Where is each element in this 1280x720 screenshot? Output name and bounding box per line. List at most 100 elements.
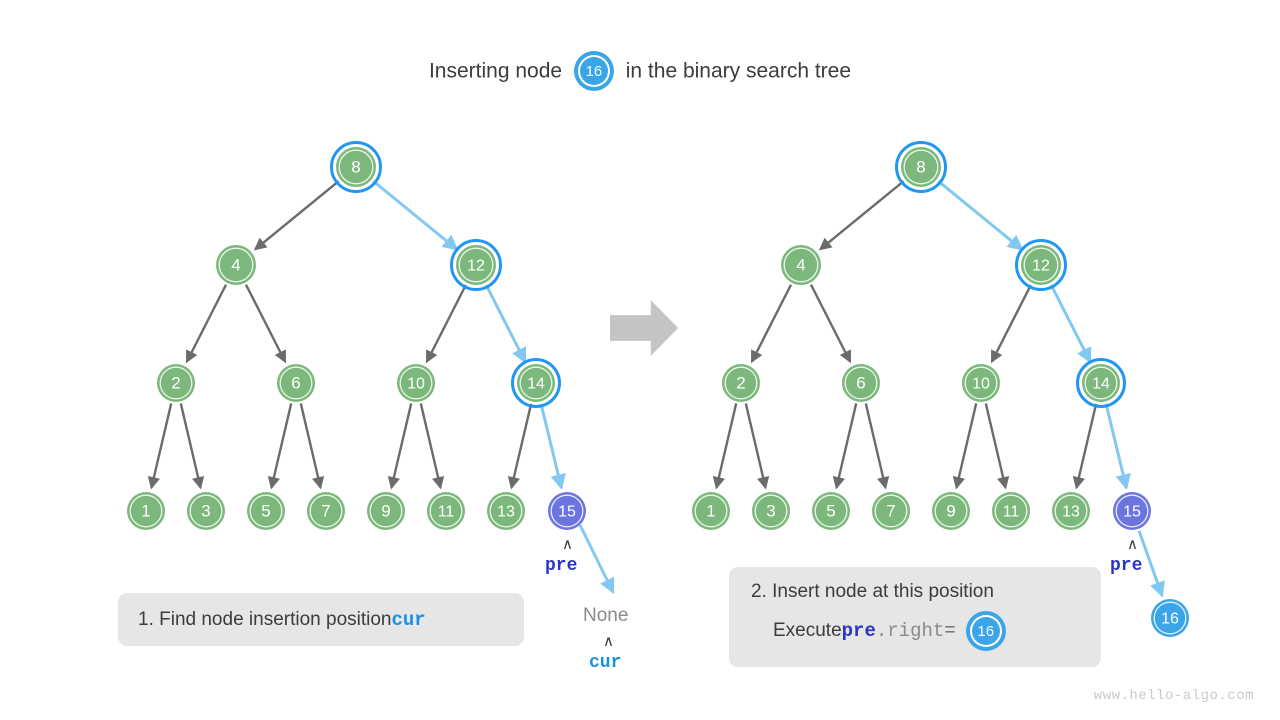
node-value-label: 9 bbox=[946, 502, 955, 521]
caption-2-execute-text: Execute bbox=[773, 620, 842, 641]
edge-4-to-6 bbox=[244, 284, 287, 364]
node-value-label: 10 bbox=[972, 376, 990, 393]
left-node-11: 11 bbox=[427, 492, 465, 530]
left-node-7: 7 bbox=[307, 492, 345, 530]
right-node-11: 11 bbox=[992, 492, 1030, 530]
node-value-label: 15 bbox=[558, 504, 576, 521]
right-node-1: 1 bbox=[692, 492, 730, 530]
right-node-8: 8 bbox=[895, 141, 947, 193]
edge-8-to-12 bbox=[937, 179, 1024, 251]
page-title: Inserting node 16 in the binary search t… bbox=[0, 55, 1280, 88]
node-value-label: 10 bbox=[407, 376, 425, 393]
edge-8-to-12 bbox=[372, 179, 459, 251]
node-value-label: 16 bbox=[1161, 611, 1179, 628]
node-value-label: 3 bbox=[201, 502, 210, 521]
edge-12-to-10 bbox=[990, 284, 1033, 364]
caption-step-1: 1. Find node insertion position cur bbox=[118, 593, 524, 646]
left-label-cur: cur bbox=[589, 653, 622, 673]
caption-step-2: 2. Insert node at this position Execute … bbox=[729, 567, 1101, 667]
edge-6-to-7 bbox=[864, 403, 890, 490]
right-node-4: 4 bbox=[781, 245, 821, 285]
edge-10-to-9 bbox=[387, 403, 413, 490]
node-value-label: 15 bbox=[1123, 504, 1141, 521]
node-value-label: 2 bbox=[171, 374, 180, 393]
edge-2-to-1 bbox=[147, 403, 173, 490]
node-16-chip-label: 16 bbox=[577, 55, 610, 87]
left-node-5: 5 bbox=[247, 492, 285, 530]
edge-8-to-4 bbox=[818, 179, 905, 251]
edge-14-to-13 bbox=[1072, 403, 1098, 490]
node-value-label: 12 bbox=[467, 258, 485, 275]
node-value-label: 2 bbox=[736, 374, 745, 393]
node-value-label: 4 bbox=[796, 256, 805, 275]
caption-2-line-1: 2. Insert node at this position bbox=[751, 581, 994, 602]
right-node-5: 5 bbox=[812, 492, 850, 530]
title-node-chip: 16 bbox=[577, 55, 610, 87]
edge-14-to-15 bbox=[1104, 403, 1131, 490]
right-node-9: 9 bbox=[932, 492, 970, 530]
edge-14-to-15 bbox=[539, 403, 566, 490]
edge-14-to-13 bbox=[507, 403, 533, 490]
edge-10-to-11 bbox=[984, 403, 1010, 490]
edge-2-to-3 bbox=[179, 403, 205, 490]
node-value-label: 11 bbox=[438, 504, 455, 521]
node-value-label: 12 bbox=[1032, 258, 1050, 275]
node-value-label: 14 bbox=[527, 376, 545, 393]
right-node-15: 15 bbox=[1113, 492, 1151, 530]
left-node-9: 9 bbox=[367, 492, 405, 530]
left-node-4: 4 bbox=[216, 245, 256, 285]
left-node-14: 14 bbox=[511, 358, 561, 408]
left-node-13: 13 bbox=[487, 492, 525, 530]
edge-6-to-5 bbox=[267, 403, 293, 490]
left-caret-cur: ∧ bbox=[603, 633, 614, 650]
edge-6-to-7 bbox=[299, 403, 325, 490]
right-node-7: 7 bbox=[872, 492, 910, 530]
node-value-label: 6 bbox=[856, 374, 865, 393]
left-caret-pre: ∧ bbox=[562, 536, 573, 553]
transition-arrow bbox=[610, 300, 678, 356]
node-value-label: 11 bbox=[1003, 504, 1020, 521]
caption-1-text: 1. Find node insertion position bbox=[138, 608, 392, 630]
node-value-label: 8 bbox=[351, 158, 360, 177]
right-label-pre: pre bbox=[1110, 556, 1143, 576]
left-node-8: 8 bbox=[330, 141, 382, 193]
node-value-label: 3 bbox=[766, 502, 775, 521]
node-value-label: 5 bbox=[826, 502, 835, 521]
edge-12-to-14 bbox=[1049, 283, 1092, 364]
caption-2-keyword-pre: pre bbox=[841, 620, 876, 642]
caption-1-keyword-cur: cur bbox=[391, 608, 426, 631]
node-value-label: 1 bbox=[141, 502, 150, 521]
node-value-label: 7 bbox=[321, 502, 330, 521]
node-value-label: 13 bbox=[497, 504, 515, 521]
right-caret-pre: ∧ bbox=[1127, 536, 1138, 553]
edge-10-to-11 bbox=[419, 403, 445, 490]
caption-2-node-16-chip: 16 bbox=[969, 615, 1002, 647]
left-label-none: None bbox=[583, 605, 629, 626]
edge-2-to-1 bbox=[712, 403, 738, 490]
edge-8-to-4 bbox=[253, 179, 340, 251]
title-text-before: Inserting node bbox=[428, 59, 563, 83]
node-value-label: 14 bbox=[1092, 376, 1110, 393]
edges-group bbox=[147, 179, 1165, 598]
left-node-10: 10 bbox=[397, 364, 435, 402]
right-node-10: 10 bbox=[962, 364, 1000, 402]
caption-2-line-2: Execute pre.right = 16 bbox=[751, 615, 1101, 647]
edge-12-to-14 bbox=[484, 283, 527, 364]
caption-2-dot: . bbox=[875, 620, 888, 642]
edge-15-to-none bbox=[578, 524, 615, 595]
edge-2-to-3 bbox=[744, 403, 770, 490]
left-node-1: 1 bbox=[127, 492, 165, 530]
right-node-13: 13 bbox=[1052, 492, 1090, 530]
node-value-label: 6 bbox=[291, 374, 300, 393]
edge-12-to-10 bbox=[425, 284, 468, 364]
node-value-label: 1 bbox=[706, 502, 715, 521]
node-value-label: 9 bbox=[381, 502, 390, 521]
caption-2-equals: = bbox=[944, 620, 956, 642]
node-value-label: 4 bbox=[231, 256, 240, 275]
edge-4-to-6 bbox=[809, 284, 852, 364]
left-node-12: 12 bbox=[450, 239, 502, 291]
right-node-6: 6 bbox=[842, 364, 880, 402]
right-node-14: 14 bbox=[1076, 358, 1126, 408]
